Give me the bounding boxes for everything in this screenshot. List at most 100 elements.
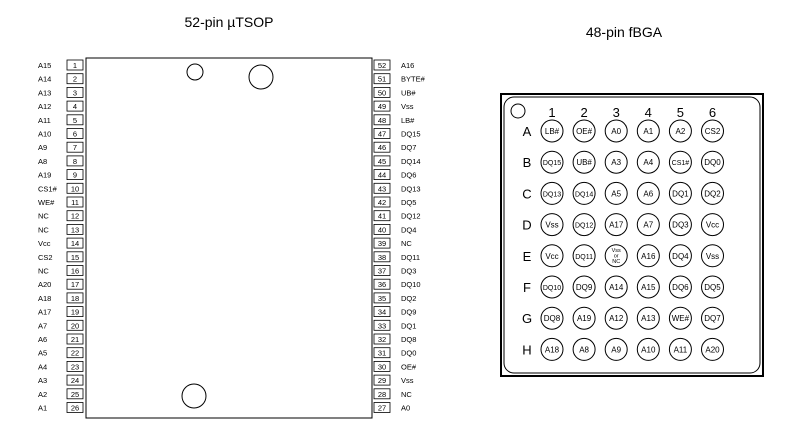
- tsop-pin-label: UB#: [401, 88, 416, 97]
- fbga-ball: [636, 244, 660, 268]
- tsop-pin-number: 48: [378, 116, 386, 125]
- fbga-ball-label: A16: [641, 252, 656, 261]
- fbga-ball-label: Vcc: [706, 221, 719, 230]
- tsop-pin-label: A17: [38, 308, 51, 317]
- tsop-pin-number: 34: [378, 308, 386, 317]
- tsop-pin-box: [66, 155, 84, 167]
- tsop-pin-number: 19: [71, 308, 79, 317]
- tsop-pin-label: CS1#: [38, 184, 58, 193]
- fbga-ball: [701, 337, 724, 361]
- fbga-row-label: C: [522, 186, 531, 201]
- tsop-pin-number: 35: [378, 294, 386, 303]
- tsop-pin-number: 2: [73, 75, 77, 84]
- tsop-pin-number: 9: [73, 171, 77, 180]
- tsop-pin-box: [373, 388, 391, 400]
- fbga-ball: [668, 275, 692, 299]
- tsop-pin-box: [373, 347, 391, 359]
- fbga-ball-label: DQ13: [543, 191, 561, 198]
- fbga-ball-label: DQ15: [543, 160, 561, 167]
- fbga-ball: [572, 337, 596, 361]
- fbga-ball-label: Vss: [545, 221, 558, 230]
- tsop-pin-box: [66, 333, 84, 345]
- tsop-title: 52-pin µTSOP: [185, 14, 274, 30]
- tsop-pin-box: [373, 306, 391, 318]
- fbga-ball-label: DQ0: [704, 158, 721, 167]
- fbga-row-label: D: [522, 218, 531, 233]
- fbga-ball-label: LB#: [545, 127, 560, 136]
- fbga-ball: [540, 244, 564, 268]
- tsop-pin-label: A16: [401, 61, 414, 70]
- fbga-ball: [636, 306, 660, 330]
- tsop-pin-box: [373, 182, 391, 194]
- tsop-pin-number: 28: [378, 390, 386, 399]
- tsop-pin-label: DQ5: [401, 198, 416, 207]
- fbga-ball-label: DQ2: [704, 189, 721, 198]
- fbga-ball: [540, 306, 564, 330]
- tsop-orientation-mark-large: [248, 64, 274, 90]
- fbga-ball: [701, 119, 724, 143]
- tsop-pin-box: [66, 251, 84, 263]
- tsop-pin-box: [373, 128, 391, 139]
- tsop-pin-number: 26: [71, 404, 79, 413]
- tsop-pin-label: Vcc: [38, 239, 51, 248]
- tsop-pin-number: 21: [71, 335, 79, 344]
- fbga-ball: [572, 181, 596, 205]
- tsop-orientation-mark-small: [186, 63, 204, 81]
- tsop-pin-number: 15: [71, 253, 79, 262]
- tsop-pin-box: [66, 319, 84, 331]
- tsop-pin-label: A10: [38, 130, 51, 139]
- fbga-ball: [701, 275, 724, 299]
- tsop-pin-label: A18: [38, 294, 51, 303]
- tsop-pin-label: NC: [38, 225, 49, 234]
- tsop-pin-number: 43: [378, 184, 386, 193]
- fbga-column-label: 6: [709, 105, 716, 120]
- tsop-pin-number: 50: [378, 88, 386, 97]
- fbga-ball: [701, 213, 724, 237]
- fbga-ball: [604, 337, 628, 361]
- tsop-pin-label: CS2: [38, 253, 53, 262]
- fbga-ball-label: UB#: [576, 158, 592, 167]
- tsop-pin-number: 46: [378, 143, 386, 152]
- tsop-pin-number: 14: [71, 239, 79, 248]
- tsop-pin-label: NC: [38, 212, 49, 221]
- fbga-ball-label: Vss: [706, 252, 719, 261]
- fbga-ball: [604, 275, 628, 299]
- fbga-ball-label: DQ6: [672, 283, 689, 292]
- tsop-pin-box: [373, 169, 391, 181]
- tsop-pin-label: DQ14: [401, 157, 421, 166]
- fbga-ball: [668, 181, 692, 205]
- tsop-pin-box: [66, 210, 84, 222]
- fbga-pin1-mark: [510, 103, 526, 119]
- tsop-pin-box: [373, 319, 391, 331]
- fbga-ball-label: A9: [611, 345, 621, 354]
- tsop-pin-label: A9: [38, 143, 47, 152]
- fbga-ball-label: A5: [611, 189, 621, 198]
- tsop-pin-number: 17: [71, 280, 79, 289]
- tsop-pin-label: A2: [38, 390, 47, 399]
- tsop-pin-number: 39: [378, 239, 386, 248]
- fbga-ball: [701, 181, 724, 205]
- fbga-ball-label: A11: [674, 345, 688, 354]
- tsop-pin-box: [373, 196, 391, 208]
- fbga-ball: [701, 306, 724, 330]
- tsop-pin-box: [66, 59, 84, 71]
- fbga-row-label: H: [522, 342, 531, 357]
- tsop-pin-label: DQ12: [401, 212, 421, 221]
- tsop-pin-number: 5: [73, 116, 77, 125]
- fbga-ball-label: A17: [609, 221, 624, 230]
- fbga-ball: [540, 119, 564, 143]
- tsop-pin-label: A0: [401, 404, 410, 413]
- tsop-pin-number: 18: [71, 294, 79, 303]
- fbga-row-label: A: [523, 124, 532, 139]
- tsop-pin-number: 33: [378, 321, 386, 330]
- tsop-pin-number: 13: [71, 225, 79, 234]
- fbga-ball-label: DQ9: [576, 283, 593, 292]
- fbga-ball: [636, 181, 660, 205]
- fbga-ball: [668, 150, 692, 174]
- fbga-ball-label: DQ8: [544, 314, 561, 323]
- fbga-column-label: 4: [645, 105, 652, 120]
- fbga-column-label: 1: [548, 105, 555, 120]
- fbga-ball: [572, 150, 596, 174]
- tsop-pin-number: 1: [73, 61, 77, 70]
